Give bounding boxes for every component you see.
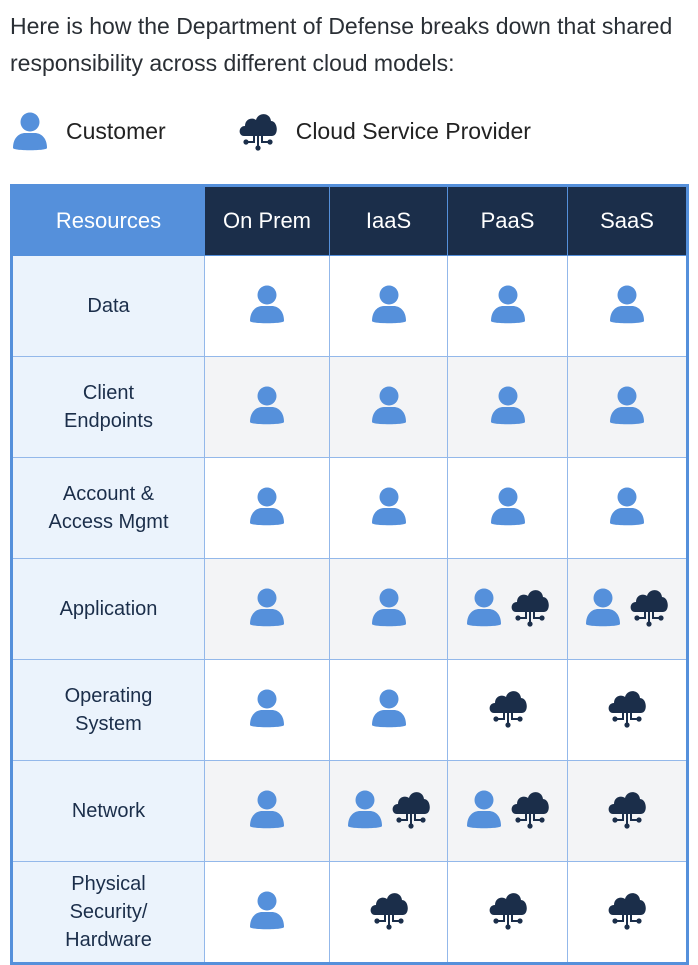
customer-icon xyxy=(490,385,526,425)
responsibility-cell xyxy=(329,760,448,862)
customer-icon xyxy=(12,111,48,151)
table-row: Client Endpoints xyxy=(11,356,688,458)
responsibility-cell xyxy=(567,760,688,862)
responsibility-cell xyxy=(329,659,448,761)
cloud-provider-icon xyxy=(510,788,550,830)
responsibility-cell xyxy=(567,255,688,357)
customer-icon xyxy=(249,587,285,627)
resource-label: Account & Access Mgmt xyxy=(11,457,205,559)
responsibility-cell xyxy=(204,457,330,559)
column-header-resources: Resources xyxy=(11,185,205,256)
table-row: Application xyxy=(11,558,688,660)
customer-icon xyxy=(609,284,645,324)
intro-text: Here is how the Department of Defense br… xyxy=(10,13,673,76)
responsibility-cell xyxy=(447,356,568,458)
cloud-provider-icon xyxy=(369,889,409,931)
responsibility-cell xyxy=(567,861,688,964)
responsibility-cell xyxy=(447,760,568,862)
cloud-provider-icon xyxy=(238,110,278,152)
legend-provider: Cloud Service Provider xyxy=(238,110,531,152)
cloud-provider-icon xyxy=(488,889,528,931)
responsibility-cell xyxy=(567,356,688,458)
responsibility-cell xyxy=(447,457,568,559)
customer-icon xyxy=(490,486,526,526)
responsibility-cell xyxy=(204,861,330,964)
responsibility-cell xyxy=(447,558,568,660)
responsibility-cell xyxy=(567,659,688,761)
responsibility-cell xyxy=(204,356,330,458)
cloud-provider-icon xyxy=(607,889,647,931)
customer-icon xyxy=(371,385,407,425)
table-row: Data xyxy=(11,255,688,357)
customer-icon xyxy=(249,385,285,425)
responsibility-cell xyxy=(567,457,688,559)
responsibility-cell xyxy=(204,255,330,357)
customer-icon xyxy=(249,284,285,324)
customer-icon xyxy=(371,486,407,526)
column-header-iaas: IaaS xyxy=(329,185,448,256)
column-header-paas: PaaS xyxy=(447,185,568,256)
resource-label: Network xyxy=(11,760,205,862)
legend-provider-label: Cloud Service Provider xyxy=(295,117,531,144)
responsibility-cell xyxy=(329,861,448,964)
customer-icon xyxy=(371,587,407,627)
resource-label: Application xyxy=(11,558,205,660)
customer-icon xyxy=(609,486,645,526)
resource-label: Operating System xyxy=(11,659,205,761)
resource-label: Data xyxy=(11,255,205,357)
resource-label: Client Endpoints xyxy=(11,356,205,458)
responsibility-cell xyxy=(204,558,330,660)
legend-customer: Customer xyxy=(12,111,166,151)
customer-icon xyxy=(371,688,407,728)
responsibility-cell xyxy=(567,558,688,660)
column-header-saas: SaaS xyxy=(567,185,688,256)
customer-icon xyxy=(490,284,526,324)
responsibility-cell xyxy=(329,457,448,559)
table-row: Account & Access Mgmt xyxy=(11,457,688,559)
responsibility-cell xyxy=(447,861,568,964)
customer-icon xyxy=(466,789,502,829)
responsibility-cell xyxy=(204,760,330,862)
customer-icon xyxy=(347,789,383,829)
responsibility-cell xyxy=(447,255,568,357)
customer-icon xyxy=(249,890,285,930)
table-row: Network xyxy=(11,760,688,862)
cloud-provider-icon xyxy=(629,586,669,628)
customer-icon xyxy=(609,385,645,425)
cloud-provider-icon xyxy=(391,788,431,830)
responsibility-cell xyxy=(204,659,330,761)
cloud-provider-icon xyxy=(607,687,647,729)
cloud-provider-icon xyxy=(510,586,550,628)
column-header-on-prem: On Prem xyxy=(204,185,330,256)
customer-icon xyxy=(249,688,285,728)
table-row: Operating System xyxy=(11,659,688,761)
responsibility-cell xyxy=(329,558,448,660)
responsibility-cell xyxy=(447,659,568,761)
resource-label: Physical Security/ Hardware xyxy=(11,861,205,964)
customer-icon xyxy=(466,587,502,627)
responsibility-cell xyxy=(329,255,448,357)
customer-icon xyxy=(249,486,285,526)
responsibility-cell xyxy=(329,356,448,458)
customer-icon xyxy=(371,284,407,324)
customer-icon xyxy=(585,587,621,627)
cloud-provider-icon xyxy=(488,687,528,729)
legend-customer-label: Customer xyxy=(66,117,166,144)
customer-icon xyxy=(249,789,285,829)
cloud-provider-icon xyxy=(607,788,647,830)
table-row: Physical Security/ Hardware xyxy=(11,861,688,964)
legend: Customer Cloud Service Provider xyxy=(12,110,531,152)
